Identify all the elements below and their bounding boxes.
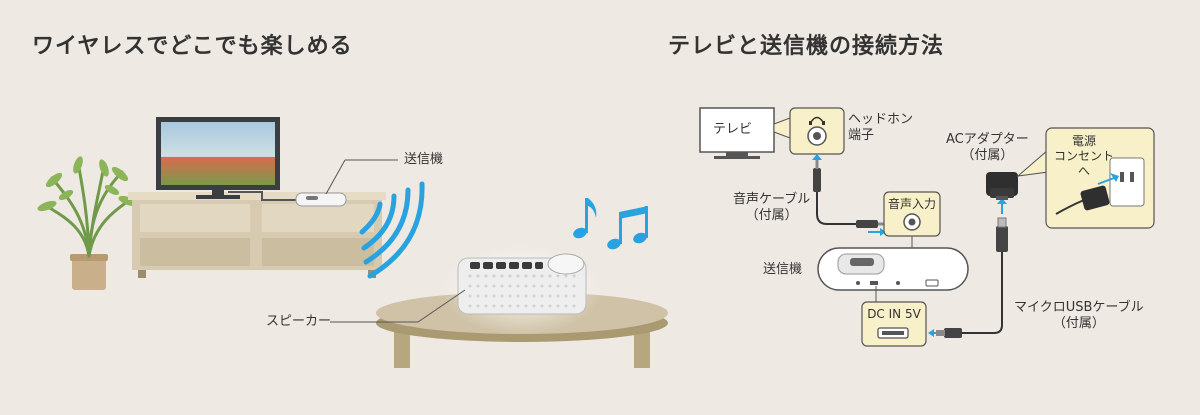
ac-adapter-label: ACアダプター （付属） xyxy=(946,132,1029,163)
arrow-right-icon xyxy=(868,228,886,236)
speaker-label: スピーカー xyxy=(266,314,332,329)
left-title: ワイヤレスでどこでも楽しめる xyxy=(32,34,353,59)
audio-input-callout xyxy=(883,191,941,237)
usb-cable xyxy=(962,250,1003,334)
plant-icon xyxy=(37,156,138,290)
wireless-waves-icon xyxy=(359,181,425,279)
tv-stand xyxy=(128,192,386,278)
headphone-jack-label: ヘッドホン 端子 xyxy=(848,112,914,143)
tv-diagram-icon xyxy=(699,107,775,159)
music-notes-icon xyxy=(607,206,648,250)
audio-cable-label: 音声ケーブル （付属） xyxy=(733,192,811,223)
micro-usb-plug xyxy=(936,328,962,338)
ac-adapter-icon xyxy=(986,172,1018,200)
headphone-jack-callout xyxy=(789,107,845,155)
transmitter-diagram-label: 送信機 xyxy=(763,262,803,277)
transmitter-icon xyxy=(295,192,347,207)
audio-input-label: 音声入力 xyxy=(887,197,936,211)
tv-label: テレビ xyxy=(713,122,753,137)
headphone-icon xyxy=(810,116,824,123)
transmitter-label: 送信機 xyxy=(404,152,444,167)
audio-cable xyxy=(813,160,887,228)
tv-icon xyxy=(156,117,280,199)
outlet-callout xyxy=(1045,127,1155,229)
arrow-up-usb-icon xyxy=(997,198,1007,214)
transmitter-leader xyxy=(325,159,346,195)
right-title: テレビと送信機の接続方法 xyxy=(668,34,945,59)
dc-in-label: DC IN 5V xyxy=(867,307,921,321)
speaker-icon xyxy=(442,245,602,335)
outlet-label: 電源 コンセント へ xyxy=(1053,134,1114,178)
usb-a-plug xyxy=(996,217,1008,252)
dc-in-callout xyxy=(861,301,927,347)
arrow-right-outlet-icon xyxy=(1097,173,1119,185)
usb-cable-label: マイクロUSBケーブル （付属） xyxy=(1014,300,1144,331)
transmitter-diagram-icon xyxy=(817,247,969,291)
tv-cable xyxy=(228,191,298,201)
music-note-icon xyxy=(573,198,597,239)
